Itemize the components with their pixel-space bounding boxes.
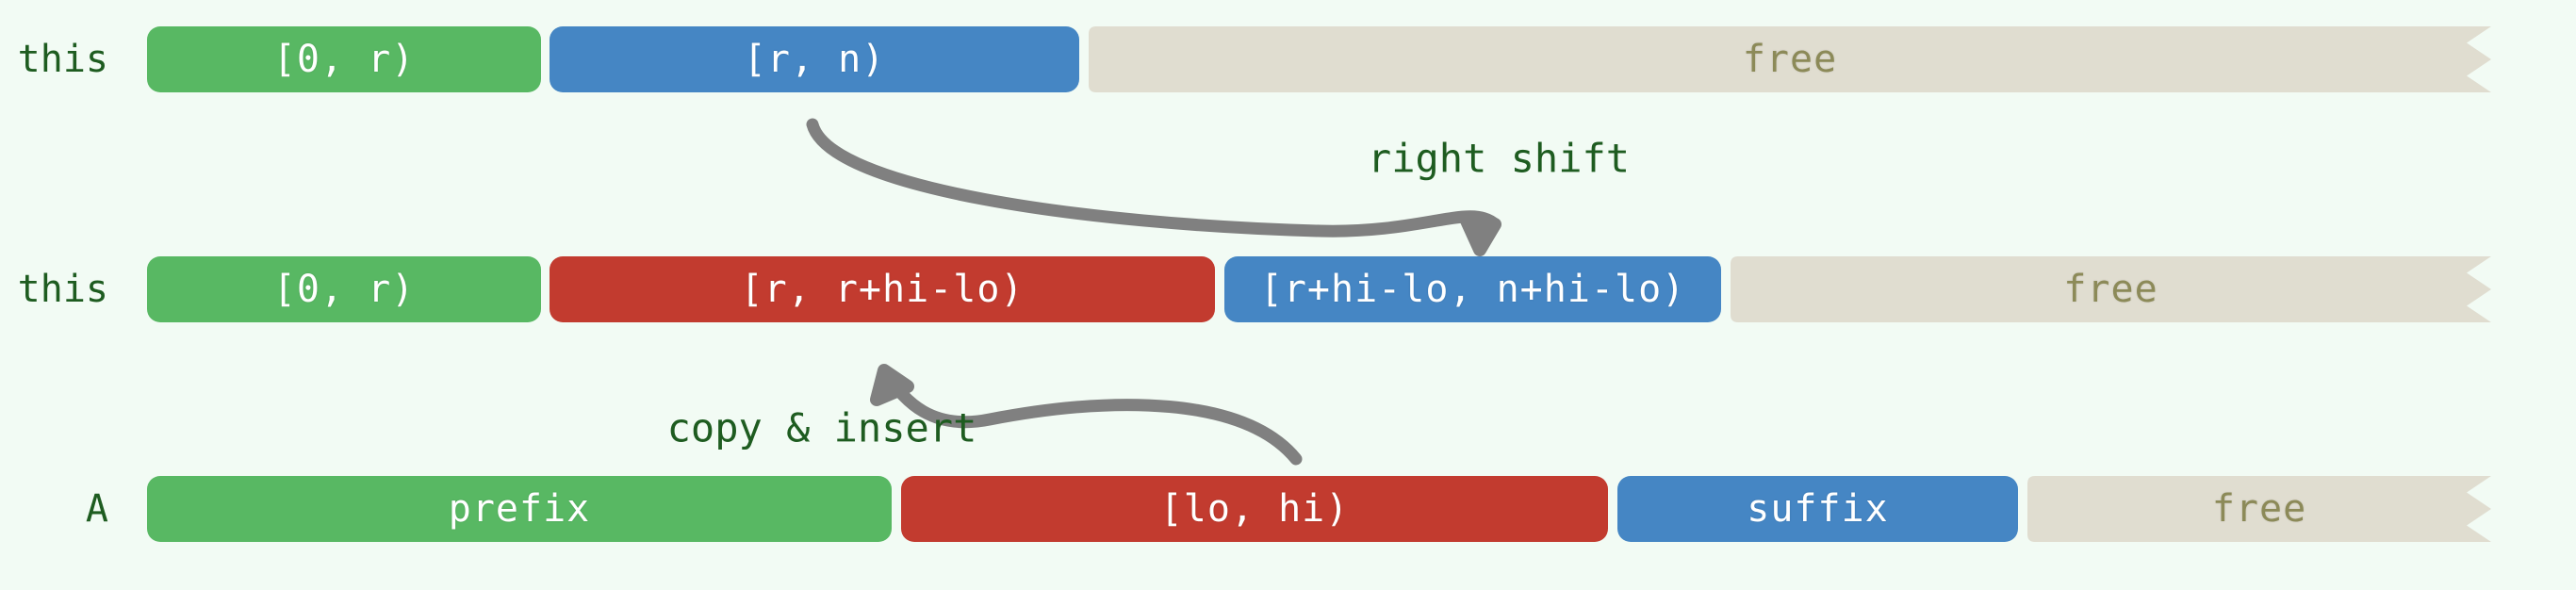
block-red-r1-1: [r, r+hi-lo) <box>550 256 1215 322</box>
block-label: [r, r+hi-lo) <box>740 268 1025 311</box>
row-label-2: A <box>85 487 108 531</box>
block-label: [r+hi-lo, n+hi-lo) <box>1259 268 1686 311</box>
block-label: [0, r) <box>272 268 416 311</box>
arrow-right-shift-head-icon <box>1459 212 1501 256</box>
block-label: [0, r) <box>272 38 416 81</box>
block-red-r2-1: [lo, hi) <box>901 476 1608 542</box>
row-label-1: this <box>17 268 108 311</box>
free-block-shape <box>1731 256 2491 322</box>
block-blue-r0-1: [r, n) <box>550 26 1079 92</box>
block-blue-r1-2: [r+hi-lo, n+hi-lo) <box>1224 256 1721 322</box>
block-free-r0-2: free <box>1089 26 2491 92</box>
arrow-copy-and-insert-head-icon <box>870 364 914 406</box>
arrow-label-copy-and-insert: copy & insert <box>666 404 977 451</box>
block-label: [r, n) <box>743 38 886 81</box>
block-label: [lo, hi) <box>1159 487 1350 531</box>
block-label: suffix <box>1747 487 1889 531</box>
arrow-label-right-shift: right shift <box>1367 135 1631 182</box>
block-label: prefix <box>448 487 591 531</box>
block-label: free <box>2211 487 2307 531</box>
block-blue-r2-2: suffix <box>1617 476 2018 542</box>
block-label: free <box>1742 38 1838 81</box>
block-green-r2-0: prefix <box>147 476 892 542</box>
free-block-shape <box>2027 476 2491 542</box>
block-label: free <box>2063 268 2158 311</box>
row-label-0: this <box>17 38 108 81</box>
block-free-r1-3: free <box>1731 256 2491 322</box>
block-green-r0-0: [0, r) <box>147 26 541 92</box>
block-free-r2-3: free <box>2027 476 2491 542</box>
block-green-r1-0: [0, r) <box>147 256 541 322</box>
free-block-shape <box>1089 26 2491 92</box>
